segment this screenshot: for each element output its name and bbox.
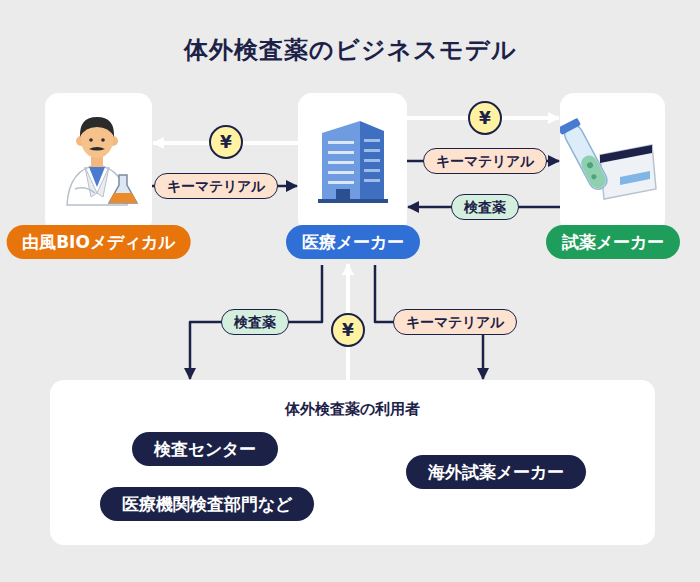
group-heading: 体外検査薬の利用者 [50, 400, 655, 419]
flow-label: 検査薬 [221, 309, 289, 335]
money-badge: ¥ [468, 101, 502, 135]
user-group-box: 体外検査薬の利用者検査センター医療機関検査部門など 海外試薬メーカー [50, 380, 655, 545]
company-card: 由風BIOメディカル [45, 93, 152, 233]
money-badge: ¥ [209, 125, 243, 159]
company-card: 医療メーカー [298, 93, 407, 233]
user-pill: 海外試薬メーカー [406, 455, 586, 489]
node-label: 医療機関検査部門など [100, 487, 314, 521]
reagent-illustration [560, 93, 665, 223]
node-label: 医療メーカー [286, 225, 420, 259]
company-card: 試薬メーカー [560, 93, 665, 233]
flow-arrow [190, 265, 322, 379]
user-pill: 検査センター [132, 432, 278, 466]
scientist-illustration [45, 93, 152, 223]
flow-label: キーマテリアル [423, 148, 547, 174]
node-label: 海外試薬メーカー [406, 455, 586, 489]
building-illustration [298, 93, 407, 223]
node-label: 検査センター [132, 432, 278, 466]
node-label: 試薬メーカー [546, 225, 680, 259]
diagram-title: 体外検査薬のビジネスモデル [0, 34, 700, 66]
node-label: 由風BIOメディカル [6, 225, 191, 259]
flow-label: キーマテリアル [393, 309, 517, 335]
flow-label: 検査薬 [451, 194, 519, 220]
flow-label: キーマテリアル [154, 173, 278, 199]
user-pill: 医療機関検査部門など [100, 487, 314, 521]
money-badge: ¥ [331, 313, 365, 347]
